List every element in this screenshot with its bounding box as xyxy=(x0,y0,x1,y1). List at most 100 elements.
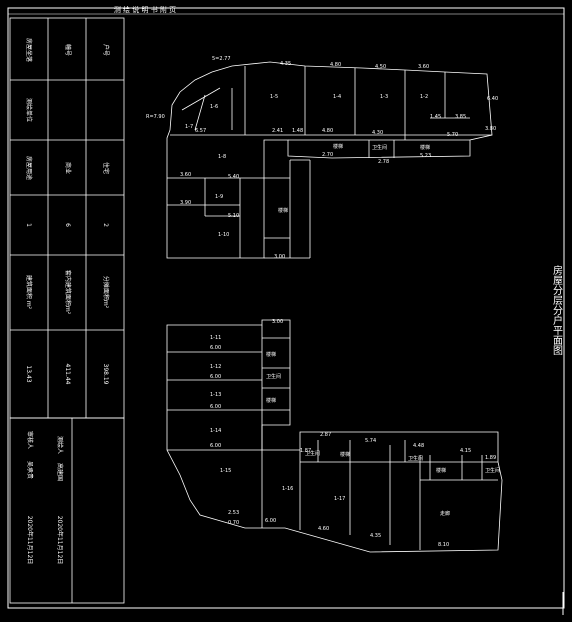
dim-label: 1.87 xyxy=(300,448,311,454)
dim-label: 4.15 xyxy=(460,448,471,454)
room-label: 楼梯 xyxy=(333,143,343,150)
dim-label: 5.70 xyxy=(447,132,458,138)
cell-text: 吴承贵 xyxy=(26,461,34,479)
dim-label: 5.40 xyxy=(228,174,239,180)
room-label: 1-4 xyxy=(333,94,341,100)
dim-label: 3.60 xyxy=(180,172,191,178)
dim-label: 4.48 xyxy=(413,443,424,449)
room-label: 楼梯 xyxy=(436,467,446,474)
room-label: 1-15 xyxy=(220,468,231,474)
room-label: 1-17 xyxy=(334,496,345,502)
room-label: 楼梯 xyxy=(278,207,288,214)
dim-label: 2.70 xyxy=(322,152,333,158)
dim-label: 3.90 xyxy=(180,200,191,206)
dim-label: 8.10 xyxy=(438,542,449,548)
room-label: 1-14 xyxy=(210,428,221,434)
top-strip-text: 测 绘 说 明 书 附 页 xyxy=(114,5,176,14)
dim-label: 2.78 xyxy=(378,159,389,165)
dim-label: 6.00 xyxy=(210,404,221,410)
upper-outline xyxy=(166,61,493,259)
cell-text: 住宅 xyxy=(102,162,110,174)
room-label: 1-9 xyxy=(215,194,223,200)
cell-text: 2 xyxy=(102,223,109,227)
info-bottom-frame xyxy=(9,417,125,604)
info-table xyxy=(9,17,125,604)
dim-label: 5=2.77 xyxy=(212,56,231,62)
dim-label: 3.80 xyxy=(485,126,496,132)
dim-label: 1.45 xyxy=(430,114,441,120)
room-label: 1-10 xyxy=(218,232,229,238)
room-label: 楼梯 xyxy=(266,397,276,404)
cell-text: 398.19 xyxy=(102,364,109,385)
dim-label: 6.00 xyxy=(210,374,221,380)
room-label: 1-16 xyxy=(282,486,293,492)
dim-label: 4.80 xyxy=(330,62,341,68)
room-label: 楼梯 xyxy=(420,144,430,151)
cell-text: 套内建筑面积m² xyxy=(64,270,72,315)
room-label: 1-8 xyxy=(218,154,226,160)
room-label: 楼梯 xyxy=(266,351,276,358)
room-label: 卫生间 xyxy=(305,450,320,457)
dim-label: 6.40 xyxy=(487,96,498,102)
cell-text: 房屋用途 xyxy=(25,156,33,180)
cell-text: 建筑面积 m² xyxy=(25,275,33,310)
upper-plan-labels: 5=2.77 4.35 4.80 4.50 3.60 6.40 R=7.90 6… xyxy=(146,56,498,260)
upper-plan xyxy=(166,61,493,259)
room-label: 走廊 xyxy=(440,510,450,517)
room-label: 卫生间 xyxy=(408,455,423,462)
dim-label: 1.48 xyxy=(292,128,303,134)
cell-text: 分摊面积m² xyxy=(102,276,110,309)
room-label: 1-12 xyxy=(210,364,221,370)
dim-label: 0.70 xyxy=(228,520,239,526)
cell-text: 411.44 xyxy=(64,364,71,385)
room-label: 卫生间 xyxy=(266,373,281,380)
room-label: 1-13 xyxy=(210,392,221,398)
dim-label: 2.87 xyxy=(320,432,331,438)
wall xyxy=(194,94,206,131)
dim-label: 4.35 xyxy=(280,61,291,67)
dim-label: 4.60 xyxy=(318,526,329,532)
cell-text: 2020年11月12日 xyxy=(26,516,34,565)
cell-text: 测绘人 xyxy=(56,436,64,454)
cell-text: 房屋坐落 xyxy=(25,38,33,62)
cell-text: 审核人 xyxy=(26,431,34,449)
cell-text: 商业 xyxy=(64,162,72,174)
room-label: 楼梯 xyxy=(340,451,350,458)
cell-text: 1 xyxy=(25,223,32,227)
room-label: 1-5 xyxy=(270,94,278,100)
dim-label: 3.85 xyxy=(455,114,466,120)
dim-label: 4.80 xyxy=(322,128,333,134)
room-label: 卫生间 xyxy=(485,467,500,474)
cell-text: 2020年11月12日 xyxy=(56,516,64,565)
info-table-text: 房屋坐落 幢号 户号 测绘单位 房屋用途 商业 住宅 1 6 2 建筑面积 m²… xyxy=(25,38,110,564)
dim-label: 6.00 xyxy=(210,345,221,351)
dim-label: 6.57 xyxy=(195,128,206,134)
room-label: 1-11 xyxy=(210,335,221,341)
dim-label: 2.41 xyxy=(272,128,283,134)
room-label: 1-3 xyxy=(380,94,388,100)
cell-text: 幢号 xyxy=(64,44,72,56)
lower-plan-labels: 3.00 6.00 6.00 6.00 6.00 1.87 2.87 5.74 … xyxy=(210,319,500,548)
lower-outline xyxy=(166,319,503,553)
dim-label: 3.60 xyxy=(418,64,429,70)
dim-label: 1.89 xyxy=(485,455,496,461)
cell-text: 6 xyxy=(64,223,71,227)
dim-label: 5.74 xyxy=(365,438,376,444)
cell-text: 13.43 xyxy=(25,365,32,382)
cell-text: 测绘单位 xyxy=(25,98,33,122)
room-label: 卫生间 xyxy=(372,144,387,151)
cell-text: 高建国 xyxy=(56,463,64,481)
room-label: 1-2 xyxy=(420,94,428,100)
side-title: 房屋分层分户平面图 xyxy=(551,264,563,356)
lower-plan xyxy=(166,319,503,553)
info-table-frame xyxy=(9,17,125,419)
room-label: 1-7 xyxy=(185,124,193,130)
dim-label: 6.00 xyxy=(265,518,276,524)
dim-label: R=7.90 xyxy=(146,114,165,120)
dim-label: 5.23 xyxy=(420,153,431,159)
dim-label: 2.53 xyxy=(228,510,239,516)
dim-label: 4.35 xyxy=(370,533,381,539)
dim-label: 4.50 xyxy=(375,64,386,70)
